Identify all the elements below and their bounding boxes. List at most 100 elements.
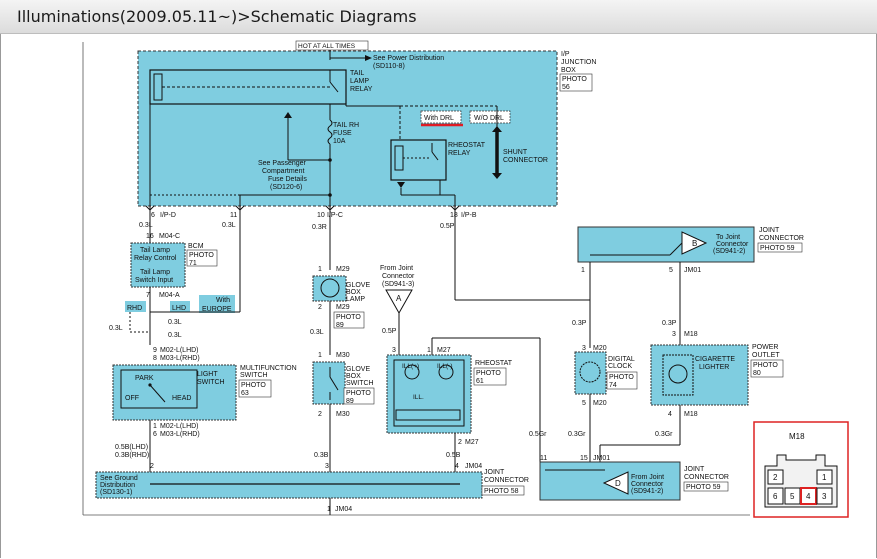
sw-pin-2: 2 [318, 411, 322, 418]
multi-pin-1: 1 [153, 423, 157, 430]
multifunction-switch [112, 364, 237, 421]
rheostat-relay-1: RHEOSTAT [448, 142, 486, 149]
clock-pin-m20: M20 [593, 345, 607, 352]
multi-sub-1: LIGHT [197, 371, 218, 378]
rheo-pin-m27: M27 [437, 347, 451, 354]
joint-a-letter: A [396, 294, 402, 303]
bcm-box-4: Switch Input [135, 277, 173, 284]
jc-top-inner-3: (SD941-2) [713, 248, 745, 255]
bcm-label: BCM [188, 243, 204, 250]
multi-photo-2: 63 [241, 390, 249, 397]
outlet-label-2: OUTLET [752, 352, 780, 359]
sw-pin-1: 1 [318, 352, 322, 359]
wire-5b: 0.5B [446, 452, 461, 459]
tag-lhd: LHD [172, 305, 186, 312]
tag-with: With [216, 297, 230, 304]
jc-bot-inner-2: Connector [631, 481, 664, 488]
sw-photo-2: 89 [346, 398, 354, 405]
joint-connector-top [577, 226, 755, 263]
jc-top-inner-1: To Joint [716, 234, 740, 241]
ij-box-title-2: JUNCTION [561, 59, 596, 66]
sw-label-3: SWITCH [346, 380, 374, 387]
rheo-photo-1: PHOTO [476, 370, 501, 377]
jc-bot-pin-jm01: JM01 [593, 455, 610, 462]
lamp-label-1: GLOVE [346, 282, 370, 289]
gnd-pin-jm04b: JM04 [335, 506, 352, 513]
shunt-2: CONNECTOR [503, 157, 548, 164]
bcm-pin-m04a: M04-A [159, 292, 180, 299]
clock-pin-m20b: M20 [593, 400, 607, 407]
rheo-pin-3: 3 [392, 347, 396, 354]
outlet-photo-1: PHOTO [753, 362, 778, 369]
rheostat-relay-2: RELAY [448, 150, 471, 157]
bcm-pin-m04c: M04-C [159, 233, 180, 240]
tag-rhd: RHD [127, 305, 142, 312]
wire-3l-b: 0.3L [168, 319, 182, 326]
rheostat-relay [390, 139, 447, 181]
pin-ipb: I/P-B [461, 212, 477, 219]
multi-pin-9: 9 [153, 347, 157, 354]
ij-photo-2: 56 [562, 84, 570, 91]
bcm-box-3: Tail Lamp [140, 269, 170, 276]
wire-3l-lamp: 0.3L [310, 329, 324, 336]
glove-box-switch [312, 361, 346, 405]
ij-box [137, 50, 558, 207]
bcm-photo-2: 71 [189, 260, 197, 267]
sw-photo-1: PHOTO [346, 390, 371, 397]
hot-label: HOT AT ALL TIMES [298, 43, 356, 50]
gnd-label-3: (SD130-1) [100, 489, 132, 496]
m18-pin-5: 5 [790, 492, 795, 501]
wire-5p-a: 0.5P [382, 328, 397, 335]
bcm-pin-16: 16 [146, 233, 154, 240]
sw-label-1: GLOVE [346, 366, 370, 373]
rheostat [386, 354, 472, 434]
multi-wire-rhd: 0.3B(RHD) [115, 452, 149, 459]
wo-drl-label: W/O DRL [474, 115, 504, 122]
clock-label-1: DIGITAL [608, 356, 635, 363]
pin-ipd: I/P-D [160, 212, 176, 219]
wire-3p-a: 0.3P [572, 320, 587, 327]
gnd-pin-2: 2 [150, 463, 154, 470]
with-drl-label: With DRL [424, 115, 454, 122]
clock-photo-1: PHOTO [609, 374, 634, 381]
gnd-pin-jm04: JM04 [465, 463, 482, 470]
ground-joint-connector [95, 471, 483, 499]
joint-a-triangle [385, 289, 413, 315]
jc-top-label-1: JOINT [759, 227, 780, 234]
tag-europe: EUROPE [202, 306, 232, 313]
jc-bot-photo: PHOTO 59 [686, 484, 721, 491]
title-bar: Illuminations(2009.05.11~)>Schematic Dia… [0, 0, 877, 34]
rheo-pin-2: 2 [458, 439, 462, 446]
gnd-photo: PHOTO 58 [484, 488, 519, 495]
rheo-ill-plus: ILL(+) [402, 363, 419, 370]
m18-pin-6: 6 [773, 492, 778, 501]
lamp-label-2: BOX [346, 289, 361, 296]
see-passenger-4: (SD120-6) [270, 184, 302, 191]
ij-box-title-1: I/P [561, 51, 570, 58]
m18-title: M18 [789, 432, 805, 441]
wire-3gr-b: 0.3Gr [655, 431, 673, 438]
outlet-pin-m18b: M18 [684, 411, 698, 418]
wire-2: 0.3L [222, 222, 236, 229]
bcm-box-2: Relay Control [134, 255, 177, 262]
multi-label-1: MULTIFUNCTION [240, 365, 297, 372]
m18-pin-1: 1 [822, 473, 827, 482]
from-joint-2: Connector [382, 273, 415, 280]
lamp-photo-1: PHOTO [336, 314, 361, 321]
pin-10: 10 [317, 212, 325, 219]
outlet-pin-4: 4 [668, 411, 672, 418]
ij-photo-1: PHOTO [562, 76, 587, 83]
multi-pin-8: 8 [153, 355, 157, 362]
gnd-pin-3: 3 [325, 463, 329, 470]
clock-photo-2: 74 [609, 382, 617, 389]
multi-photo-1: PHOTO [241, 382, 266, 389]
outlet-label-1: POWER [752, 344, 778, 351]
multi-wire-lhd: 0.5B(LHD) [115, 444, 148, 451]
lamp-photo-2: 89 [336, 322, 344, 329]
sw-pin-m30b: M30 [336, 411, 350, 418]
see-power-1: See Power Distribution [373, 55, 444, 62]
pin-6: 6 [151, 212, 155, 219]
clock-pin-3: 3 [582, 345, 586, 352]
outlet-pin-3: 3 [672, 331, 676, 338]
